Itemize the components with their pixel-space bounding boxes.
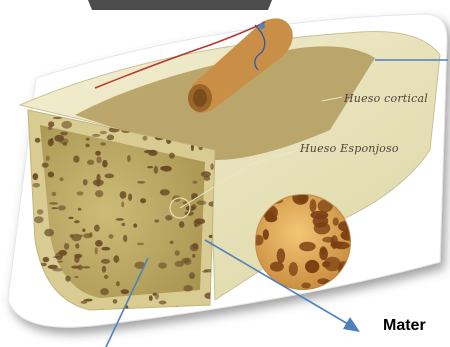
label-material-partial: Mater	[383, 317, 426, 335]
blue-arrowhead	[343, 317, 360, 332]
label-hueso-esponjoso: Hueso Esponjoso	[300, 142, 399, 155]
top-frame	[88, 0, 272, 10]
label-hueso-cortical: Hueso cortical	[344, 92, 428, 105]
vessel-node	[259, 23, 265, 29]
